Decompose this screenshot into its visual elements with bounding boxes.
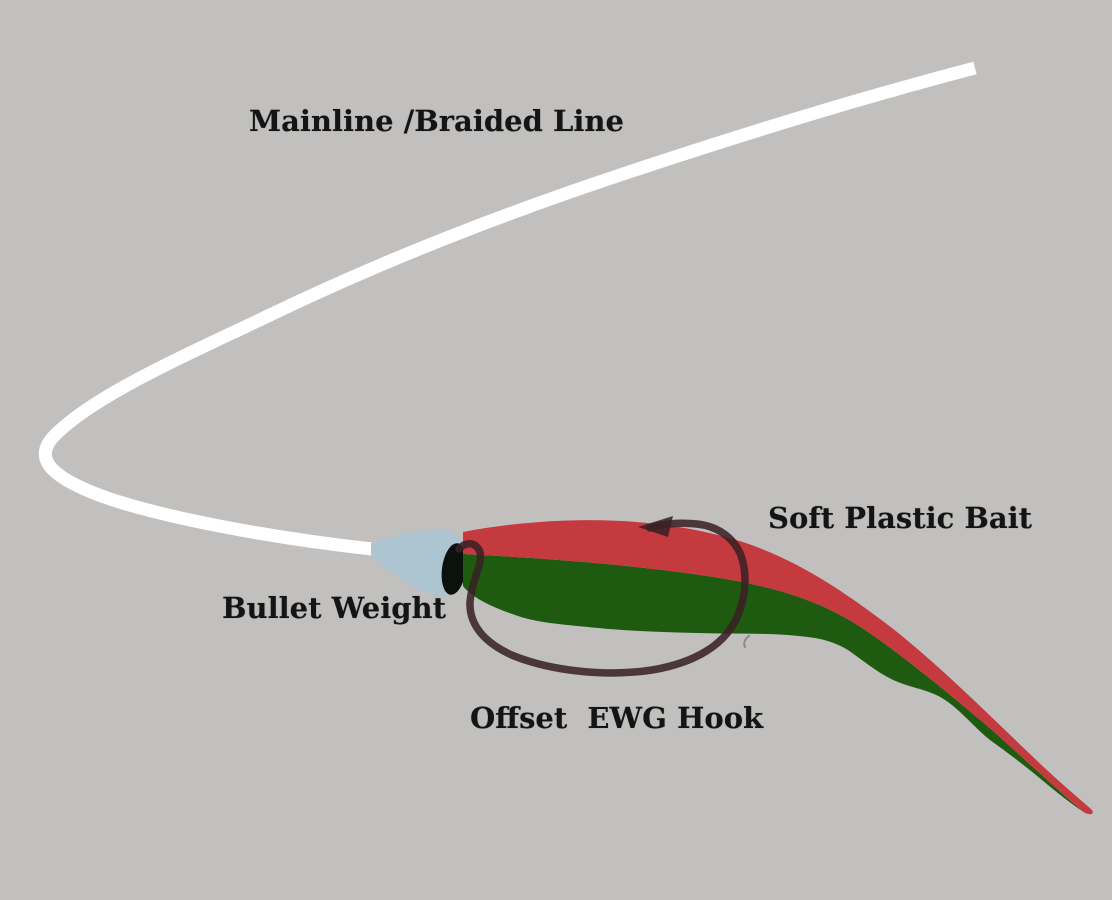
weight-hole <box>441 543 467 595</box>
bait-back-shape <box>463 520 1093 815</box>
label-bullet-weight: Bullet Weight <box>222 591 446 625</box>
fishing-line-path <box>38 61 977 556</box>
bait-belly-shape <box>463 554 1085 813</box>
ewg-hook-path <box>455 519 749 677</box>
small-stray-mark <box>743 635 750 648</box>
label-offset-ewg-hook: Offset EWG Hook <box>470 701 764 735</box>
bullet-weight-shape <box>371 530 465 597</box>
label-mainline: Mainline /Braided Line <box>249 104 624 138</box>
label-soft-plastic-bait: Soft Plastic Bait <box>768 501 1033 535</box>
hook-point-arrowhead <box>638 516 673 537</box>
